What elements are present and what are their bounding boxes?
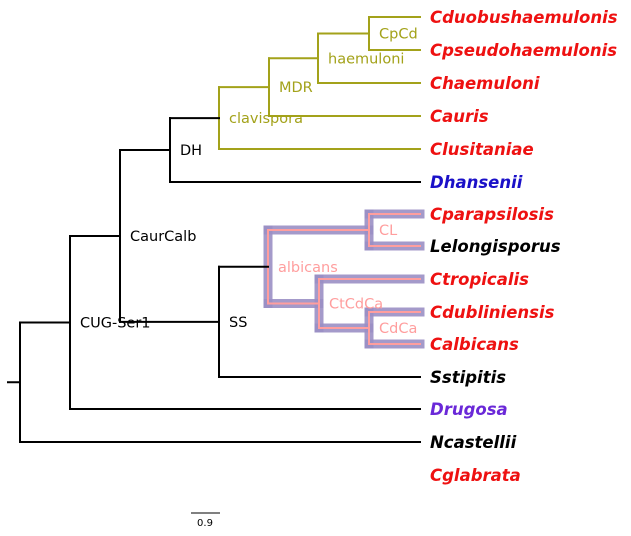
node-label-clavispora: clavispora xyxy=(229,111,303,127)
node-label-CpCd: CpCd xyxy=(379,27,418,43)
tip-label-cduo: Cduobushaemulonis xyxy=(430,8,618,27)
node-label-DH: DH xyxy=(180,143,202,159)
tip-label-ctro: Ctropicalis xyxy=(430,270,529,289)
node-label-CaurCalb: CaurCalb xyxy=(130,229,196,245)
tip-labels: CduobushaemulonisCpseudohaemulonisChaemu… xyxy=(430,8,618,485)
tip-label-cpar: Cparapsilosis xyxy=(430,205,554,224)
tip-label-clus: Clusitaniae xyxy=(430,140,534,159)
tree-branches xyxy=(7,16,421,443)
tip-label-calb: Calbicans xyxy=(430,335,519,354)
node-label-albicans: albicans xyxy=(278,260,338,276)
tip-label-caur: Cauris xyxy=(430,107,489,126)
node-label-MDR: MDR xyxy=(279,80,313,96)
tip-label-cdub: Cdubliniensis xyxy=(430,303,555,322)
tip-label-drug: Drugosa xyxy=(430,400,508,419)
node-label-CUG-Ser1: CUG-Ser1 xyxy=(80,315,151,331)
tip-label-lelo: Lelongisporus xyxy=(430,237,561,256)
tip-label-dhan: Dhansenii xyxy=(430,173,523,192)
node-label-SS: SS xyxy=(229,315,247,331)
node-label-CL: CL xyxy=(379,223,397,239)
node-label-haemuloni: haemuloni xyxy=(328,51,404,67)
scale-bar-label: 0.9 xyxy=(197,518,213,529)
scale-bar: 0.9 xyxy=(191,512,220,529)
tip-label-ncas: Ncastellii xyxy=(430,433,517,452)
tip-label-cpse: Cpseudohaemulonis xyxy=(430,41,617,60)
tip-label-ssti: Sstipitis xyxy=(430,368,506,387)
tip-label-chae: Chaemuloni xyxy=(430,74,540,93)
tip-label-cgla: Cglabrata xyxy=(430,466,521,485)
node-label-CtCdCa: CtCdCa xyxy=(329,297,383,313)
node-label-CdCa: CdCa xyxy=(379,321,417,337)
